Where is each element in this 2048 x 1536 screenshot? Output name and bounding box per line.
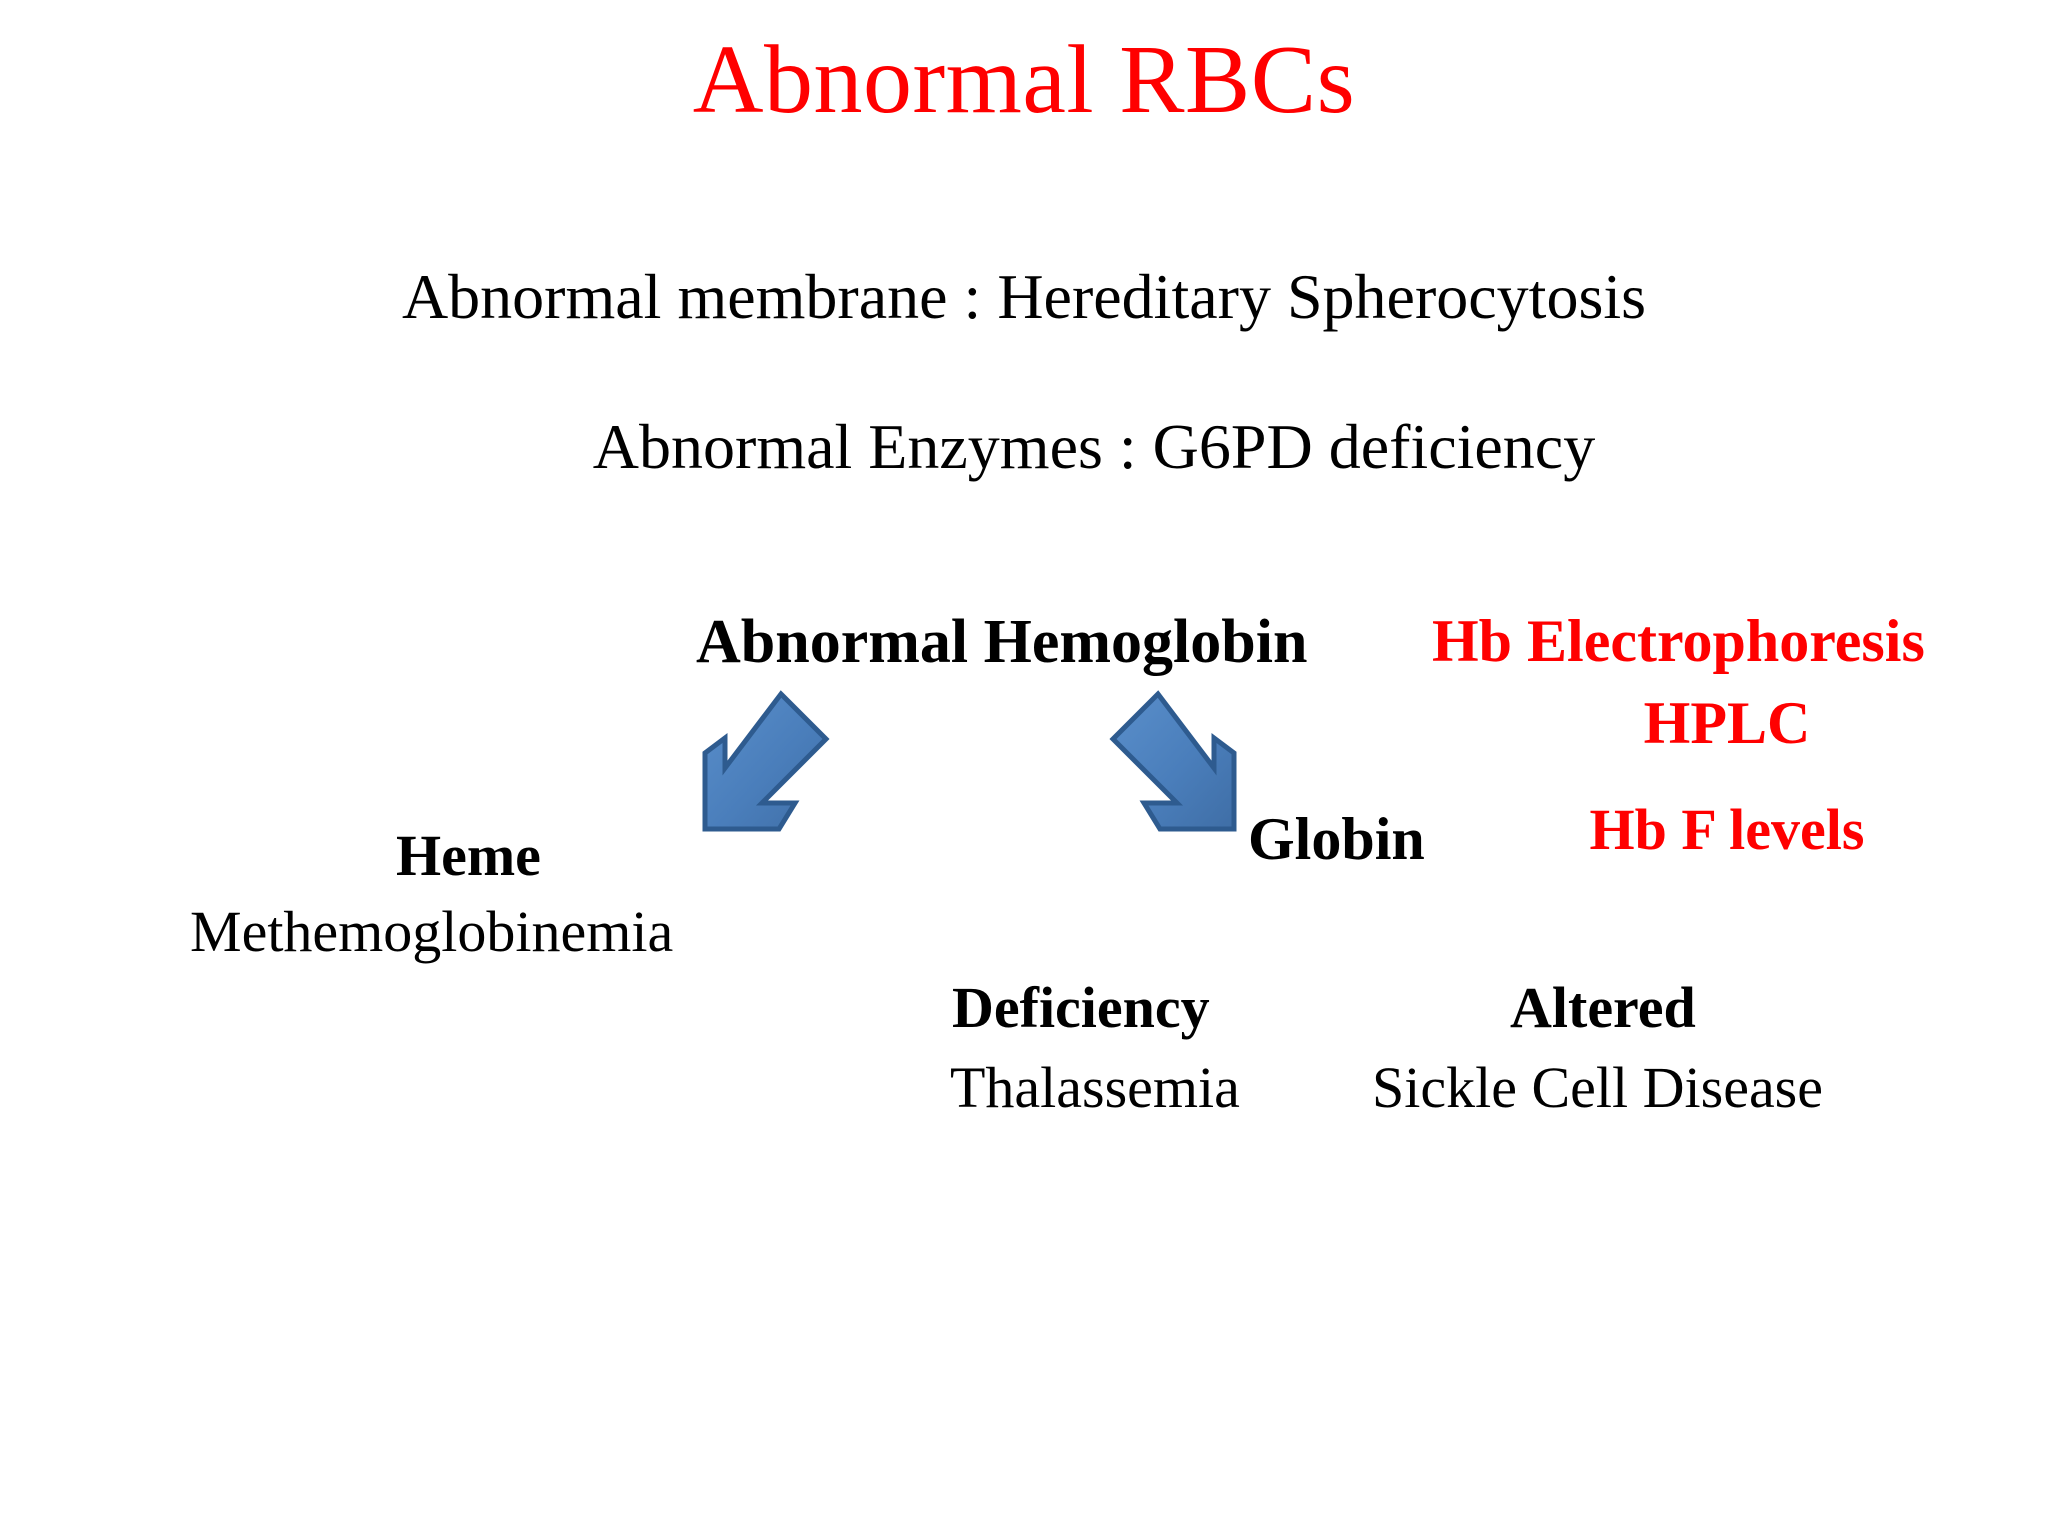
page-title: Abnormal RBCs <box>692 26 1356 134</box>
label-hplc: HPLC <box>1643 690 1811 756</box>
label-hb-electrophoresis: Hb Electrophoresis <box>1432 608 1925 674</box>
label-altered-title: Altered <box>1510 975 1696 1040</box>
arrow-down-right-icon <box>1109 690 1237 832</box>
label-heme-title: Heme <box>396 823 541 888</box>
label-hb-f-levels: Hb F levels <box>1589 797 1865 862</box>
bullet-abnormal-enzymes: Abnormal Enzymes : G6PD deficiency <box>592 411 1596 482</box>
bullet-abnormal-membrane: Abnormal membrane : Hereditary Spherocyt… <box>401 261 1647 332</box>
label-deficiency-title: Deficiency <box>952 975 1210 1040</box>
label-heme-detail: Methemoglobinemia <box>190 899 674 964</box>
arrow-down-left-icon <box>702 690 830 832</box>
label-deficiency-detail: Thalassemia <box>950 1055 1240 1120</box>
label-altered-detail: Sickle Cell Disease <box>1372 1055 1824 1120</box>
heading-abnormal-hemoglobin: Abnormal Hemoglobin <box>696 608 1308 676</box>
label-globin-title: Globin <box>1248 806 1425 872</box>
